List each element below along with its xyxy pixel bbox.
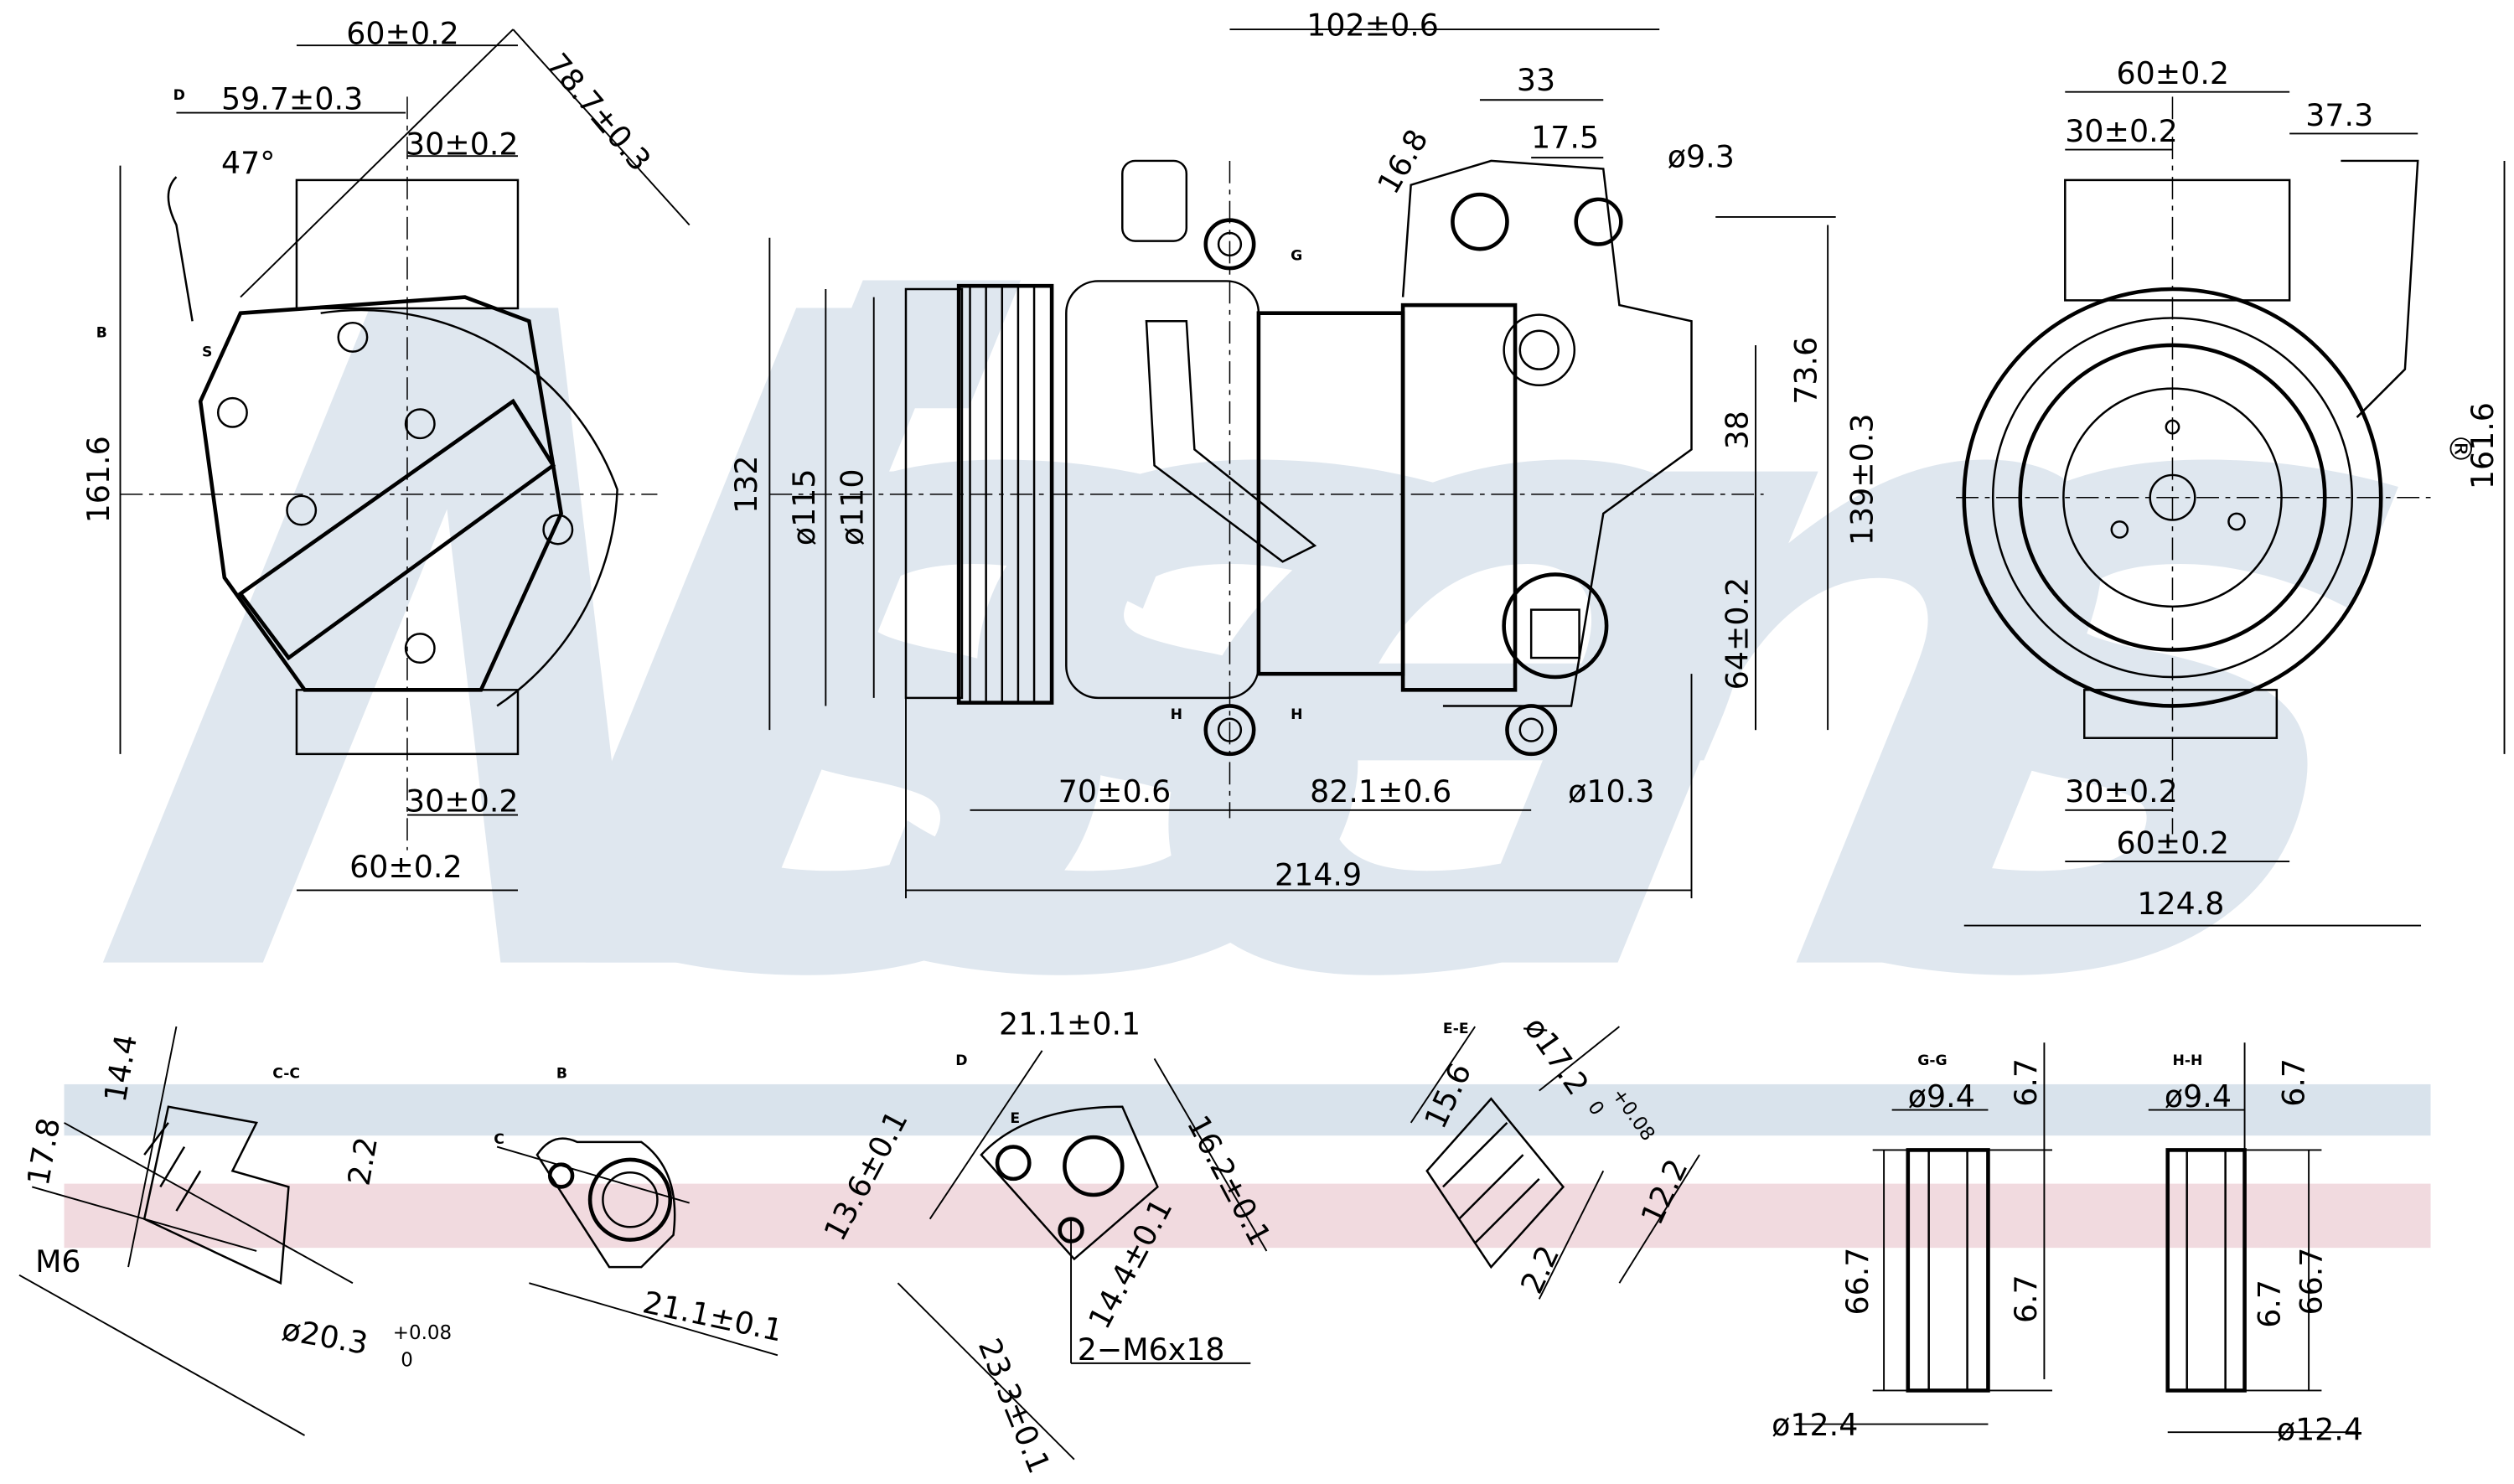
port-suction — [1451, 192, 1509, 251]
dim-pulley-d2: ø110 — [834, 469, 870, 546]
rear-housing — [1401, 159, 1693, 707]
pipe — [1145, 320, 1317, 563]
gg-title: G-G — [1917, 1052, 1947, 1069]
d-d1: 21.1±0.1 — [999, 1006, 1141, 1042]
dim-rear-overall-width: 124.8 — [2137, 886, 2224, 922]
section-mark-b: B — [96, 324, 107, 341]
detail-gg: G-G ø9.4 6.7 66.7 6.7 ø12.4 — [1772, 1042, 2052, 1443]
gg-outer: ø12.4 — [1772, 1407, 1858, 1443]
blue-band — [64, 1083, 2431, 1136]
cc-thread: M6 — [35, 1244, 80, 1280]
gg-top: 6.7 — [2008, 1058, 2044, 1107]
watermark-text: Nissens — [39, 129, 2506, 1175]
dim-mount-dia: ø10.3 — [1568, 773, 1654, 809]
hh-title: H-H — [2172, 1052, 2202, 1069]
dim-rear-height: 161.6 — [2465, 402, 2501, 489]
dim-port-offset: 17.5 — [1531, 120, 1599, 156]
dim-front-offset: 59.7±0.3 — [221, 81, 363, 117]
dim-front-height: 161.6 — [80, 436, 116, 523]
dim-front-half-width: 30±0.2 — [406, 126, 519, 162]
gg-length: 66.7 — [1839, 1248, 1875, 1316]
section-mark-h2: H — [1291, 706, 1302, 723]
d-mark: E — [1010, 1110, 1020, 1127]
dim-rear-top-half: 30±0.2 — [2065, 113, 2178, 149]
cc-tol-lower: 0 — [401, 1350, 413, 1372]
rear-head — [1400, 302, 1518, 692]
dim-pulley-d1: ø115 — [786, 469, 822, 546]
b-mark: C — [494, 1131, 504, 1148]
dim-front-top-width: 60±0.2 — [346, 15, 458, 51]
gg-bottom: 6.7 — [2008, 1275, 2044, 1323]
section-mark-g: G — [1291, 248, 1302, 265]
dim-rear-top-width: 60±0.2 — [2117, 55, 2230, 91]
dim-front-angle: 47° — [221, 145, 275, 181]
hh-length: 66.7 — [2293, 1248, 2329, 1316]
cc-d2: 17.8 — [20, 1115, 67, 1188]
watermark-logo: Nissens ® — [39, 129, 2506, 1175]
ee-title: E-E — [1443, 1021, 1469, 1037]
mount-hole-rear — [1505, 704, 1558, 757]
d-d5: 23.3±0.1 — [971, 1333, 1058, 1478]
section-mark-d: D — [173, 87, 185, 104]
dim-front-bottom-half: 30±0.2 — [406, 783, 519, 820]
rear-pipe — [2341, 159, 2419, 418]
cc-d3: 2.2 — [341, 1135, 385, 1188]
dim-h3: 139±0.3 — [1844, 414, 1880, 546]
hh-inner: ø9.4 — [2165, 1078, 2232, 1114]
pink-band — [64, 1183, 2431, 1249]
mount-ear-top — [1121, 159, 1188, 242]
registered-mark: ® — [2442, 433, 2478, 463]
side-view: 102±0.6 33 17.5 16.8 ø9.3 73.6 38 139±0.… — [728, 8, 1880, 899]
pulley-face — [904, 287, 964, 700]
dim-rear-bottom-half: 30±0.2 — [2065, 773, 2178, 809]
detail-hh: H-H ø9.4 6.7 66.7 6.7 ø12.4 — [2148, 1042, 2363, 1448]
dim-front-bottom-width: 60±0.2 — [349, 849, 462, 885]
connector — [1502, 572, 1609, 680]
cc-tol-upper: +0.08 — [393, 1322, 452, 1344]
d-bolt: 2−M6x18 — [1078, 1331, 1225, 1368]
dim-h2: 38 — [1719, 411, 1755, 449]
section-mark-h1: H — [1171, 706, 1182, 723]
dim-overall-top: 102±0.6 — [1306, 8, 1439, 44]
dim-pulley-h: 132 — [728, 455, 764, 513]
hh-outer: ø12.4 — [2277, 1412, 2363, 1448]
ee-d3: 2.2 — [1513, 1240, 1566, 1300]
b-title: B — [556, 1065, 567, 1082]
rear-view: 60±0.2 30±0.2 37.3 161.6 30±0.2 60±0.2 1… — [1956, 55, 2506, 927]
dim-port-dia: ø9.3 — [1668, 139, 1735, 175]
dim-mount-1: 70±0.6 — [1058, 773, 1171, 809]
hh-top: 6.7 — [2275, 1058, 2311, 1107]
dim-h1: 73.6 — [1788, 337, 1824, 405]
hh-bottom: 6.7 — [2252, 1280, 2288, 1328]
dim-overall-length: 214.9 — [1275, 857, 1362, 893]
d-title: D — [955, 1052, 967, 1069]
dim-port-spacing: 33 — [1517, 62, 1555, 98]
front-pulley-arc — [320, 308, 618, 707]
rear-mount-block — [2064, 178, 2291, 302]
dim-mount-2: 82.1±0.6 — [1310, 773, 1451, 809]
cc-title: C-C — [272, 1065, 300, 1082]
dim-rear-top-offset: 37.3 — [2305, 97, 2373, 133]
dim-rear-bottom-width: 60±0.2 — [2117, 825, 2230, 861]
b-d1: 21.1±0.1 — [639, 1284, 785, 1348]
cc-dia: ø20.3 — [279, 1311, 370, 1362]
rear-bottom-mount — [2083, 689, 2279, 739]
section-mark-s: S — [202, 344, 212, 360]
front-valve — [237, 398, 556, 661]
gg-inner: ø9.4 — [1908, 1078, 1975, 1114]
port-discharge — [1574, 197, 1623, 246]
dim-h4: 64±0.2 — [1719, 577, 1755, 690]
